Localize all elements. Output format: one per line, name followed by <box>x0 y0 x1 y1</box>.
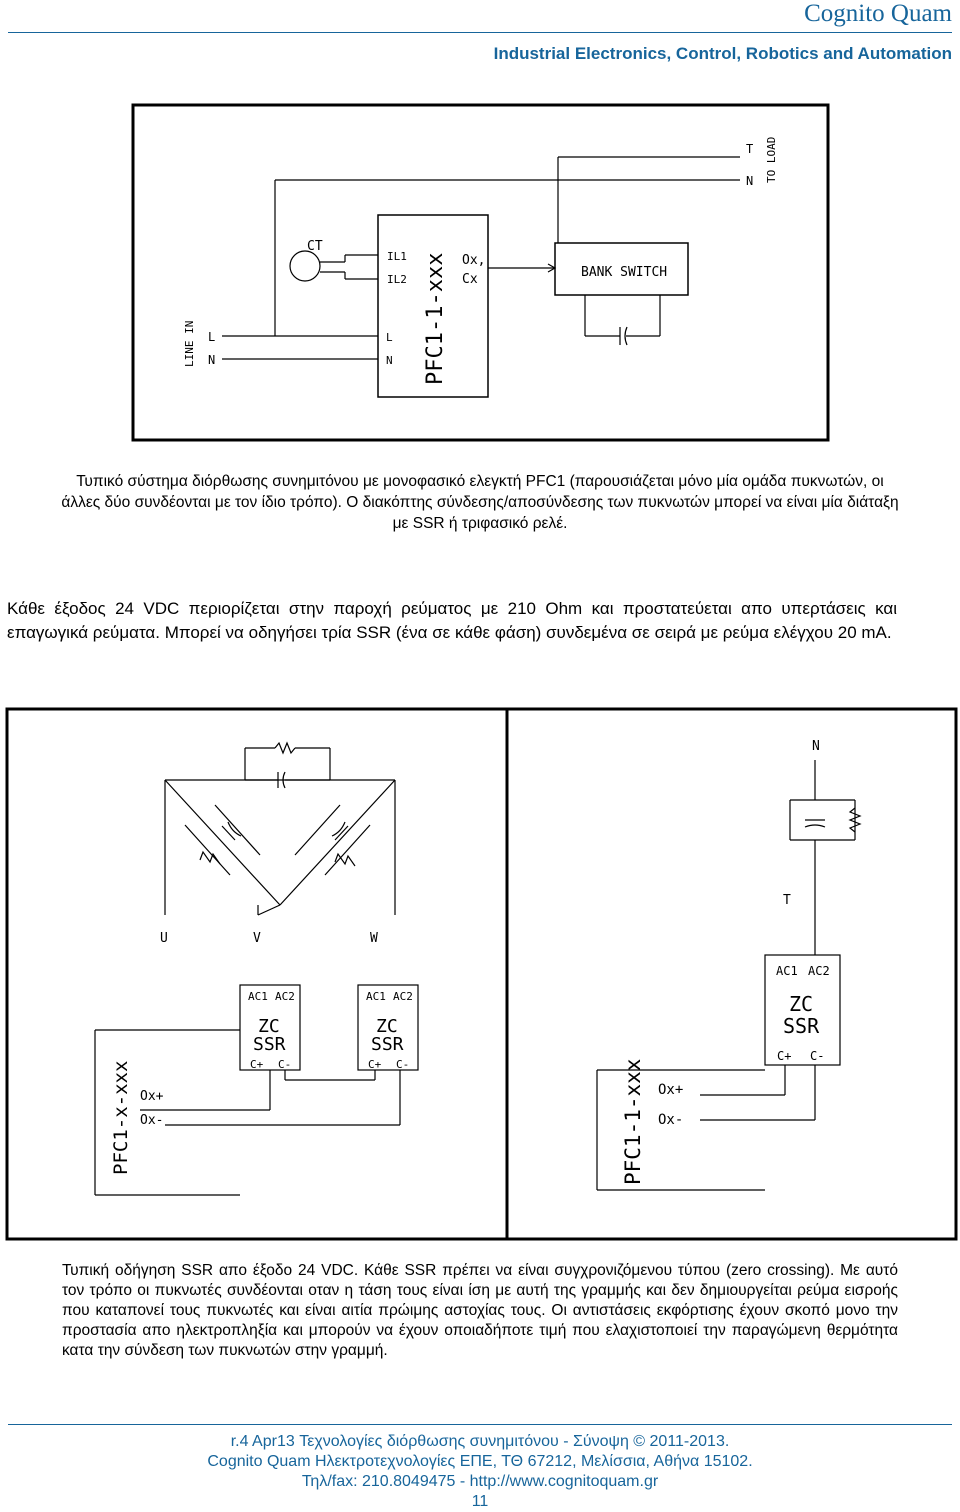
caption-diagram-1: Τυπικό σύστημα διόρθωσης συνημιτόνου με … <box>61 473 899 532</box>
n-label-controller: N <box>386 354 393 367</box>
controller-label: PFC1-1-xxx <box>423 253 448 385</box>
footer-contact: Τηλ/fax: 210.8049475 - http://www.cognit… <box>301 1473 659 1490</box>
v-label: V <box>253 931 261 946</box>
controller-right-label: PFC1-1-xxx <box>621 1059 645 1185</box>
output-description: Κάθε έξοδος 24 VDC περιορίζεται στην παρ… <box>7 599 897 642</box>
footer-revision: r.4 Apr13 Τεχνολογίες διόρθωσης συνημιτό… <box>230 1433 730 1450</box>
left-oxminus: Ox- <box>140 1113 163 1128</box>
ssr1-cminus: C- <box>278 1058 291 1071</box>
caption-diagram-2: Τυπική οδήγηση SSR απο έξοδο 24 VDC. Κάθ… <box>62 1262 898 1359</box>
ssr1-ac1: AC1 <box>248 990 268 1003</box>
ssr2-cminus: C- <box>396 1058 409 1071</box>
il1-label: IL1 <box>387 250 407 263</box>
footer-divider <box>8 1424 952 1425</box>
n-label-left: N <box>208 353 215 367</box>
w-label: W <box>370 931 378 946</box>
t-label-top: T <box>746 142 753 156</box>
ssr1-ssr: SSR <box>253 1034 286 1055</box>
ssr1-zc: ZC <box>258 1016 280 1037</box>
header-divider <box>8 32 952 33</box>
ssr3-ac2: AC2 <box>808 964 830 978</box>
controller-left-label: PFC1-x-xxx <box>110 1061 132 1175</box>
l-label-left: L <box>208 330 215 344</box>
ssr3-cminus: C- <box>810 1049 824 1063</box>
ox-label: Ox, <box>462 253 485 268</box>
t-label-right: T <box>783 893 791 908</box>
n-label-right: N <box>812 739 820 754</box>
right-oxminus: Ox- <box>658 1112 683 1128</box>
left-oxplus: Ox+ <box>140 1089 164 1104</box>
n-label-top: N <box>746 174 753 188</box>
ssr3-ssr: SSR <box>783 1014 820 1038</box>
ssr2-ssr: SSR <box>371 1034 404 1055</box>
ssr1-cplus: C+ <box>250 1058 264 1071</box>
header-subtitle: Industrial Electronics, Control, Robotic… <box>493 44 952 63</box>
line-in-label: LINE IN <box>183 321 196 367</box>
ssr2-ac2: AC2 <box>393 990 413 1003</box>
bank-switch-label: BANK SWITCH <box>581 265 667 280</box>
footer: r.4 Apr13 Τεχνολογίες διόρθωσης συνημιτό… <box>0 1432 960 1512</box>
cx-label: Cx <box>462 272 478 287</box>
il2-label: IL2 <box>387 273 407 286</box>
ssr3-zc: ZC <box>789 992 813 1016</box>
u-label: U <box>160 931 168 946</box>
to-load-label: TO LOAD <box>765 137 778 183</box>
ssr3-ac1: AC1 <box>776 964 798 978</box>
diagram-single-phase-pfc: LINE IN L N CT IL1 IL2 L N PFC1-1-xxx Ox… <box>131 103 830 442</box>
footer-address: Cognito Quam Ηλεκτροτεχνολογίες ΕΠΕ, ΤΘ … <box>207 1453 753 1470</box>
page-number: 11 <box>471 1493 489 1510</box>
ct-label: CT <box>307 239 323 254</box>
l-label-controller: L <box>386 331 393 344</box>
ssr1-ac2: AC2 <box>275 990 295 1003</box>
diagram-ssr-drive: U V W AC1 AC2 ZC SSR C+ C- AC1 AC2 ZC SS… <box>5 707 958 1241</box>
header-title: Cognito Quam <box>804 0 952 27</box>
ssr2-zc: ZC <box>376 1016 398 1037</box>
ssr2-ac1: AC1 <box>366 990 386 1003</box>
right-oxplus: Ox+ <box>658 1082 683 1098</box>
ssr3-cplus: C+ <box>777 1049 791 1063</box>
ssr2-cplus: C+ <box>368 1058 382 1071</box>
